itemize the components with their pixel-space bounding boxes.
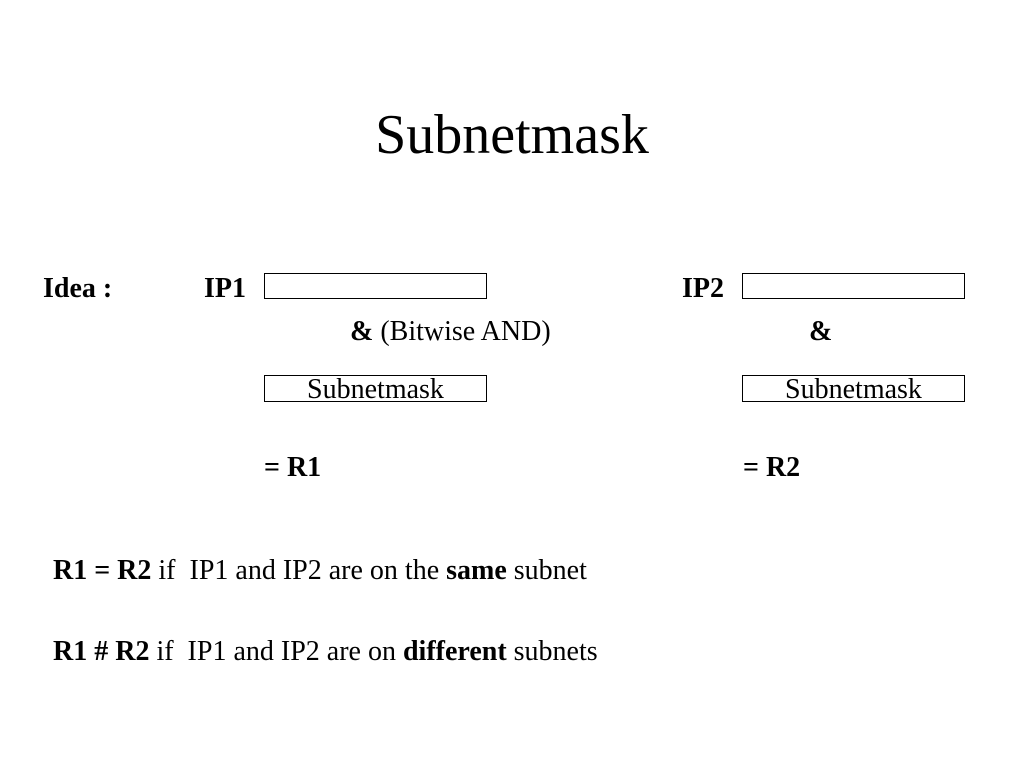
rule-different-subnet: R1 # R2 if IP1 and IP2 are on different … [53,636,598,668]
left-and-operator: & [350,316,374,347]
rule-different-text-after: subnets [506,636,598,667]
bitwise-and-note: (Bitwise AND) [380,316,551,347]
rule-same-text-after: subnet [506,555,587,586]
slide-title: Subnetmask [375,104,649,166]
ip1-box [264,273,487,299]
ip1-label: IP1 [204,273,246,304]
left-subnetmask-box: Subnetmask [264,374,487,405]
right-and-operator: & [809,316,833,347]
result-r1: = R1 [264,452,322,483]
rule-same-subnet: R1 = R2 if IP1 and IP2 are on the same s… [53,555,587,587]
right-subnetmask-box: Subnetmask [742,374,965,405]
rule-same-condition: R1 = R2 [53,555,152,586]
rule-different-text-before: if IP1 and IP2 are on [149,636,403,667]
left-operator-line: & (Bitwise AND) [350,316,551,348]
rule-same-text-before: if IP1 and IP2 are on the [151,555,447,586]
result-r2: = R2 [743,452,801,483]
rule-different-emphasis: different [402,636,507,667]
idea-label: Idea : [43,273,113,304]
ip2-label: IP2 [682,273,724,304]
ip2-box [742,273,965,299]
rule-different-condition: R1 # R2 [53,636,150,667]
right-subnetmask-label: Subnetmask [785,374,922,405]
rule-same-emphasis: same [446,555,507,586]
left-subnetmask-label: Subnetmask [307,374,444,405]
